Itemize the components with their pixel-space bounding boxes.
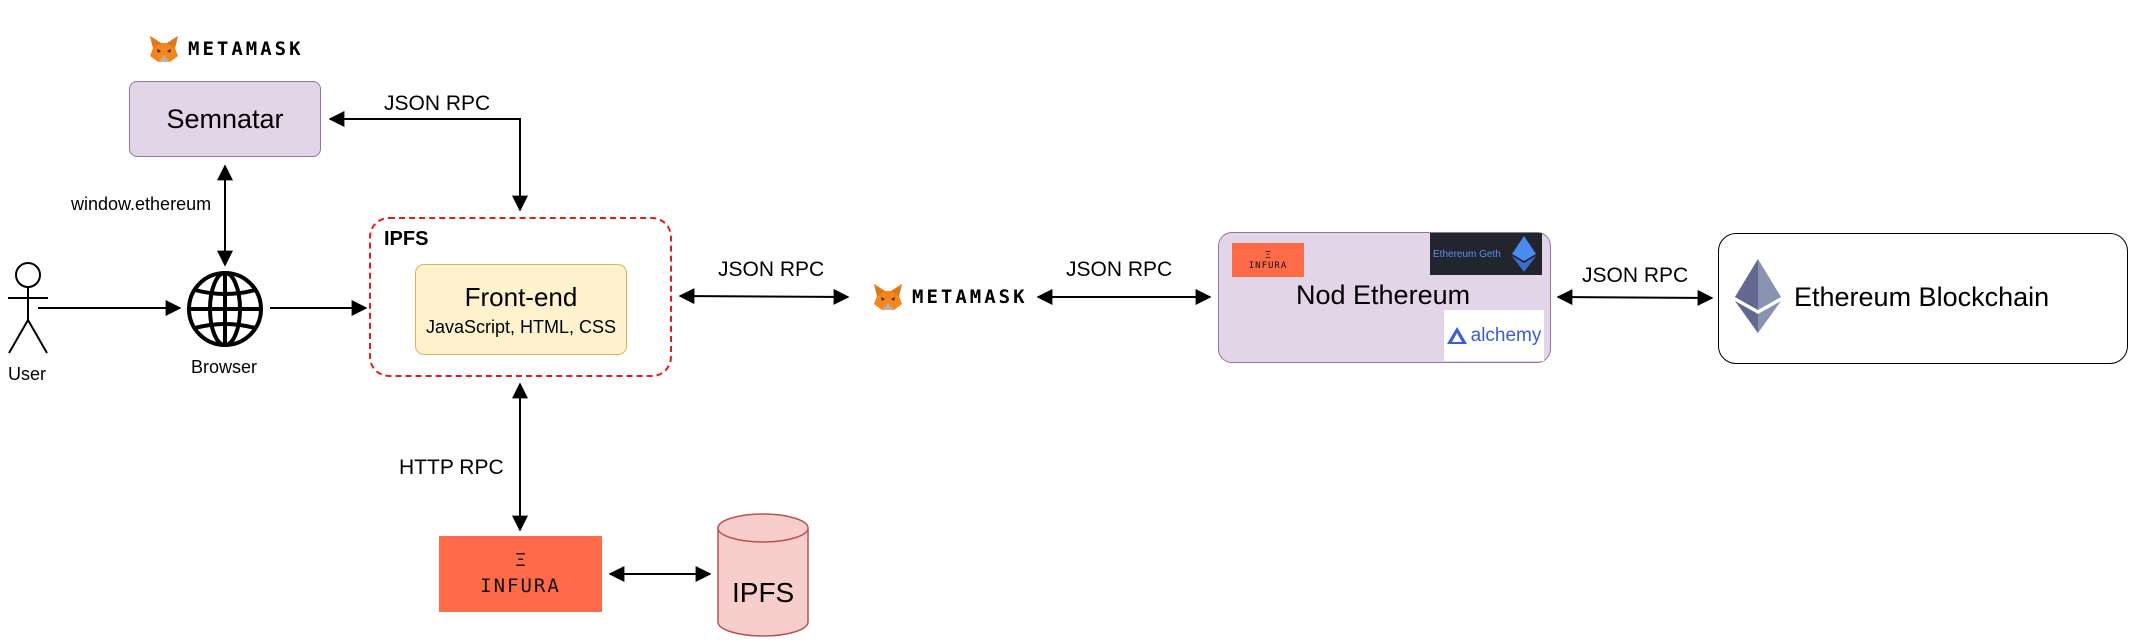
ipfs-hosting-group xyxy=(369,217,672,377)
infura-wordmark: INFURA xyxy=(480,575,561,597)
arrow-nod-blockchain xyxy=(1556,289,1714,306)
frontend-subtitle: JavaScript, HTML, CSS xyxy=(425,316,617,337)
alchemy-wordmark: alchemy xyxy=(1470,324,1542,346)
ipfs-database-label: IPFS xyxy=(732,577,795,608)
json-rpc-label-metamask: JSON RPC xyxy=(1066,258,1173,281)
geth-logo: Ethereum Geth xyxy=(1430,233,1542,275)
user-label: User xyxy=(8,364,47,384)
alchemy-icon xyxy=(1446,327,1467,344)
arrow-semnatar-frontend xyxy=(328,111,528,212)
arrow-frontend-metamask xyxy=(678,288,850,305)
metamask-wordmark: METAMASK xyxy=(188,38,304,60)
geth-label: Ethereum Geth xyxy=(1433,248,1501,260)
infura-mark-icon: Ξ xyxy=(1264,249,1272,261)
browser-label: Browser xyxy=(191,357,258,377)
metamask-logo-top: METAMASK xyxy=(148,34,304,64)
infura-logo-small: Ξ INFURA xyxy=(1232,243,1304,277)
infura-mark-icon: Ξ xyxy=(515,550,526,571)
ipfs-database-icon xyxy=(717,513,809,637)
metamask-logo-center: METAMASK xyxy=(872,282,1028,312)
metamask-fox-icon xyxy=(150,36,178,62)
metamask-wordmark: METAMASK xyxy=(912,286,1028,308)
ethereum-diamond-icon xyxy=(1511,236,1536,272)
frontend-title: Front-end xyxy=(464,281,578,312)
ethereum-blockchain-label: Ethereum Blockchain xyxy=(1794,282,2050,312)
infura-logo: Ξ INFURA xyxy=(439,536,602,612)
alchemy-logo: alchemy xyxy=(1444,310,1544,361)
json-rpc-label-frontend: JSON RPC xyxy=(718,258,825,281)
user-icon xyxy=(8,262,48,354)
infura-wordmark-small: INFURA xyxy=(1248,260,1288,271)
semnatar-box: Semnatar xyxy=(129,81,321,157)
ethereum-icon xyxy=(1735,259,1781,333)
globe-icon xyxy=(187,271,263,347)
json-rpc-label-semnatar: JSON RPC xyxy=(384,92,491,115)
http-rpc-label: HTTP RPC xyxy=(399,456,504,479)
ethereum-blockchain-box xyxy=(1718,233,2128,364)
window-ethereum-label: window.ethereum xyxy=(71,194,212,214)
frontend-box: Front-end JavaScript, HTML, CSS xyxy=(415,264,627,355)
metamask-fox-icon xyxy=(874,284,902,310)
nod-ethereum-label: Nod Ethereum xyxy=(1296,280,1471,310)
json-rpc-label-nod: JSON RPC xyxy=(1582,264,1689,287)
semnatar-label: Semnatar xyxy=(166,103,284,134)
ipfs-group-label: IPFS xyxy=(384,228,429,250)
